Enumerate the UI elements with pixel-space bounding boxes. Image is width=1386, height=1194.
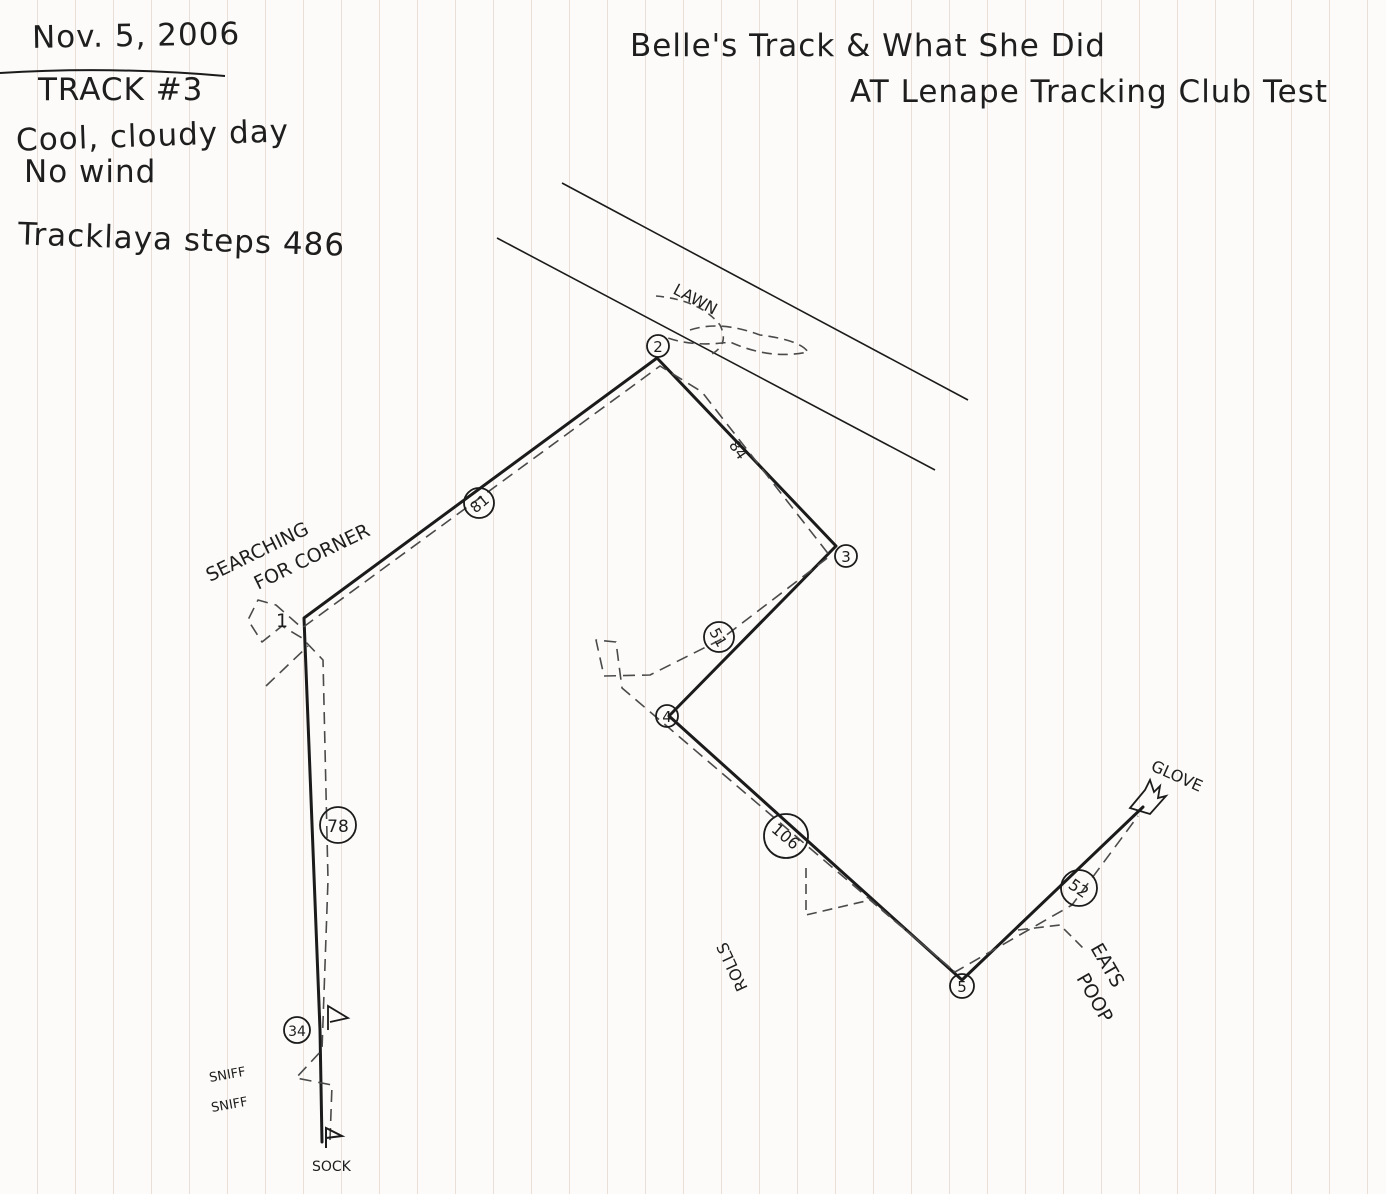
dog-path-lawn-loop	[659, 325, 810, 356]
corner-3-label: 3	[841, 548, 851, 566]
glove-icon	[1128, 777, 1169, 816]
dog-path-lawn-swirl	[655, 295, 725, 356]
title-line-1: Belle's Track & What She Did	[630, 28, 1106, 64]
corner-4-label: 4	[662, 708, 672, 726]
sniff-label-1: SNIFF	[208, 1065, 247, 1086]
leg-84-label: 84	[725, 437, 751, 463]
laid-track-line	[302, 356, 1145, 1144]
dog-path-rolls-loop	[805, 868, 956, 973]
corner-5: 5	[949, 973, 975, 999]
leg-81: 81	[463, 487, 495, 519]
dog-path-corner-cross	[265, 645, 309, 687]
wind-note: No wind	[24, 154, 157, 190]
title-line-2: AT Lenape Tracking Club Test	[850, 74, 1329, 110]
corner-5-label: 5	[957, 978, 967, 996]
dog-path-poop-loop	[1017, 924, 1086, 951]
checkpoint-34-label: 34	[288, 1024, 306, 1040]
corner-2-label: 2	[653, 338, 663, 356]
leg-51-label: 51	[706, 625, 731, 651]
checkpoint-34: 34	[283, 1016, 311, 1044]
lawn-edge-upper	[561, 182, 969, 401]
corner-4: 4	[655, 704, 679, 728]
start-flag-icon	[325, 1126, 346, 1148]
lawn-label: LAWN	[670, 280, 721, 319]
track-number-note: TRACK #3	[38, 72, 204, 108]
date-underline	[0, 69, 226, 77]
leg-78-label: 78	[327, 817, 349, 837]
corner-1-label: 1	[276, 610, 288, 632]
rolls-label: ROLLS	[713, 939, 752, 994]
leg-51: 51	[703, 621, 735, 653]
leg-106-label: 106	[768, 819, 804, 853]
leg-78: 78	[319, 806, 357, 844]
dog-path-line	[247, 365, 1139, 1141]
lawn-edge-lower	[496, 237, 936, 471]
flag-icon	[327, 1004, 351, 1030]
corner-2: 2	[646, 334, 670, 358]
corner-3: 3	[834, 544, 858, 568]
sniff-label-2: SNIFF	[210, 1095, 249, 1116]
leg-52: 52	[1060, 869, 1098, 907]
start-label: SOCK	[312, 1159, 352, 1175]
